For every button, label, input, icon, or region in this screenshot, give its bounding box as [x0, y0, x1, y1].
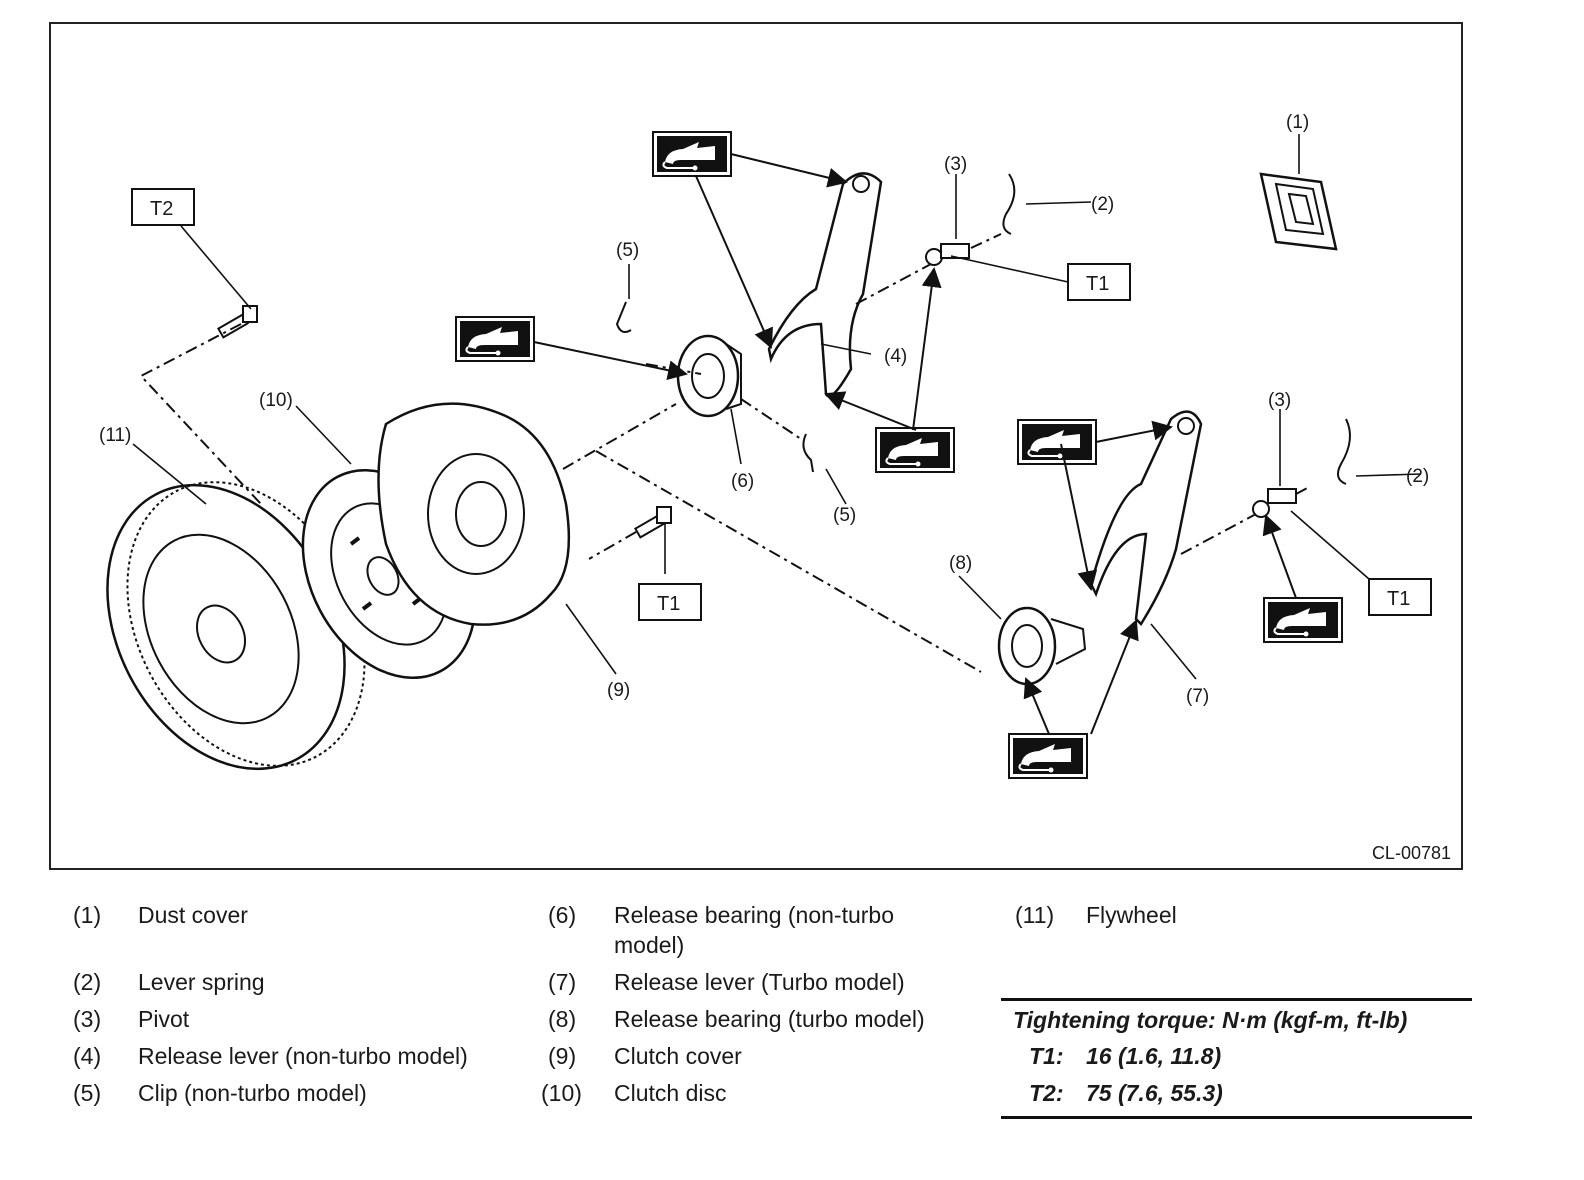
legend-num: (10): [541, 1080, 582, 1106]
torque-value: 75 (7.6, 55.3): [1086, 1080, 1223, 1106]
grease-icon-4: [1017, 419, 1097, 465]
pivot-non-turbo: [925, 243, 970, 266]
clip-lower: [802, 433, 814, 473]
grease-icon-1: [652, 131, 732, 177]
legend-label: Pivot: [138, 1006, 190, 1032]
torque-tag-t1-cover: T1: [657, 593, 680, 615]
grease-icon-6: [1008, 733, 1088, 779]
legend-label: Dust cover: [138, 902, 248, 928]
torque-value: 16 (1.6, 11.8): [1086, 1043, 1222, 1069]
release-bearing-non-turbo: [676, 334, 742, 418]
grease-icon-3: [875, 427, 955, 473]
legend-num: (5): [73, 1080, 102, 1106]
legend-num: (3): [73, 1006, 102, 1032]
legend-num: (2): [73, 969, 102, 995]
callout-1: (1): [1286, 112, 1309, 133]
exploded-view-diagram: (1) (2) (3) (4) (5) (6) (5) (8) (3) (2) …: [49, 22, 1463, 870]
callout-2b: (2): [1406, 466, 1429, 487]
leader-lines: [132, 134, 1422, 680]
grease-icon-5: [1263, 597, 1343, 643]
legend-num: (6): [548, 902, 577, 928]
torque-tag-t1-lever: T1: [1086, 273, 1109, 295]
release-lever-non-turbo: [767, 172, 883, 398]
legend-label: Clip (non-turbo model): [138, 1080, 367, 1106]
grease-arrows: [533, 153, 1297, 735]
legend-label: Release bearing (turbo model): [614, 1006, 925, 1032]
callout-5b: (5): [833, 505, 856, 526]
clutch-cover: [377, 402, 571, 626]
legend-label: Clutch disc: [614, 1080, 727, 1106]
lever-spring-non-turbo: [1002, 173, 1016, 235]
dust-cover: [1259, 172, 1338, 251]
bolt-t1-cover: [634, 506, 672, 539]
legend-num: (1): [73, 902, 102, 928]
callout-11: (11): [99, 425, 131, 446]
legend-label: Release bearing (non-turbo model): [614, 902, 895, 958]
legend-label: Lever spring: [138, 969, 265, 995]
legend-label: Clutch cover: [614, 1043, 742, 1069]
callout-7: (7): [1186, 686, 1209, 707]
grease-icon-2: [455, 316, 535, 362]
legend-num: (8): [548, 1006, 577, 1032]
legend-label: Release lever (non-turbo model): [138, 1043, 468, 1069]
callout-3b: (3): [1268, 390, 1291, 411]
legend-num: (7): [548, 969, 577, 995]
torque-tag-t2: T2: [150, 198, 173, 220]
legend-label: Release lever (Turbo model): [614, 969, 905, 995]
legend-label: Flywheel: [1086, 902, 1177, 928]
figure-code: CL-00781: [1371, 843, 1451, 863]
release-bearing-turbo: [997, 606, 1087, 686]
torque-tag-boxes: [131, 188, 1432, 621]
release-lever-turbo: [1089, 410, 1203, 626]
torque-tag-t1-turbo: T1: [1387, 588, 1410, 610]
diagram-drawing: (1) (2) (3) (4) (5) (6) (5) (8) (3) (2) …: [99, 112, 1432, 779]
pivot-turbo: [1252, 488, 1297, 518]
callout-8: (8): [949, 553, 972, 574]
callout-6: (6): [731, 471, 754, 492]
callout-9: (9): [607, 680, 630, 701]
callout-5a: (5): [616, 240, 639, 261]
legend-num: (11): [1015, 902, 1055, 928]
legend-num: (4): [73, 1043, 102, 1069]
torque-key: T1:: [1029, 1043, 1064, 1069]
callout-2a: (2): [1091, 194, 1114, 215]
clip-upper: [615, 301, 632, 333]
legend-num: (9): [548, 1043, 577, 1069]
callout-10: (10): [259, 390, 293, 411]
torque-table: Tightening torque: N·m (kgf-m, ft-lb) T1…: [1001, 998, 1472, 1119]
callout-4: (4): [884, 346, 907, 367]
callout-3a: (3): [944, 154, 967, 175]
torque-table-title: Tightening torque: N·m (kgf-m, ft-lb): [1013, 1007, 1408, 1033]
lever-spring-turbo: [1336, 418, 1351, 485]
torque-key: T2:: [1029, 1080, 1064, 1106]
